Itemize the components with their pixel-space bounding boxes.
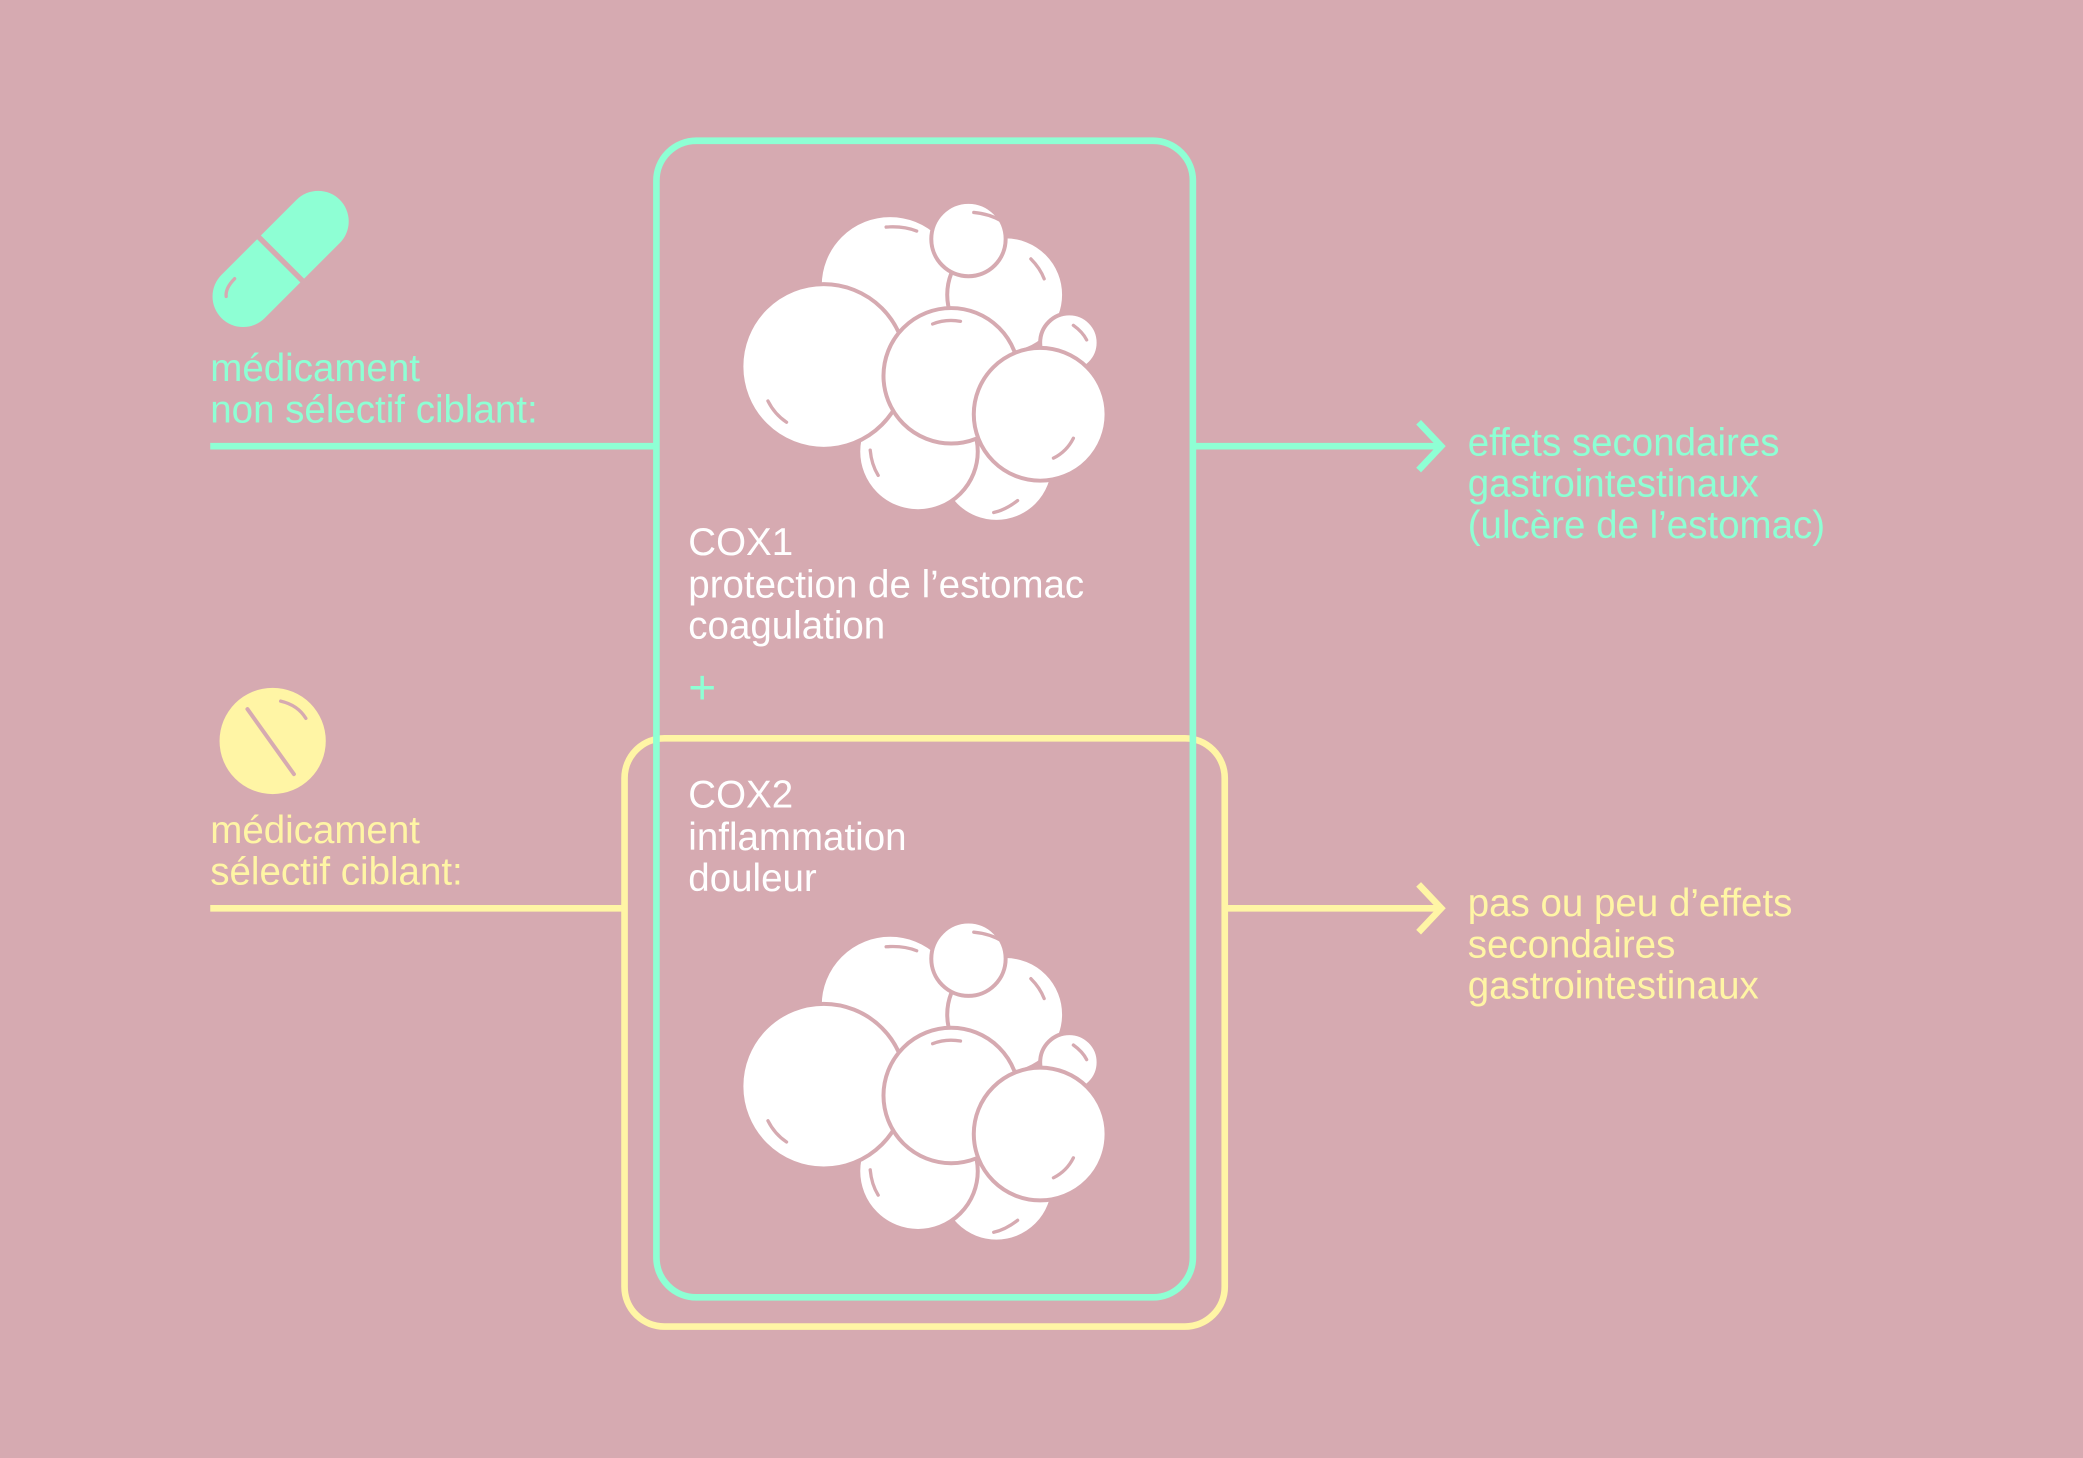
selective-outcome-line1: pas ou peu d’effets bbox=[1468, 882, 1793, 925]
non-selective-label-line1: médicament bbox=[210, 347, 420, 390]
cox1-title: COX1 bbox=[688, 521, 793, 564]
tablet-icon bbox=[219, 687, 326, 795]
non-selective-label-line2: non sélectif ciblant: bbox=[210, 388, 537, 431]
non-selective-outcome-line2: gastrointestinaux bbox=[1468, 463, 1759, 506]
cox1-function-1: protection de l’estomac bbox=[688, 564, 1084, 607]
selective-outcome-line2: secondaires bbox=[1468, 923, 1676, 966]
enzyme-molecule-icon bbox=[739, 919, 1109, 1244]
non-selective-outcome-line3: (ulcère de l’estomac) bbox=[1468, 504, 1825, 547]
cox2-function-1: inflammation bbox=[688, 816, 906, 859]
cox2-title: COX2 bbox=[688, 773, 793, 816]
selective-label-line2: sélectif ciblant: bbox=[210, 850, 463, 893]
enzyme-molecule-icon bbox=[739, 199, 1109, 524]
cox2-function-2: douleur bbox=[688, 857, 817, 900]
non-selective-outcome-line1: effets secondaires bbox=[1468, 421, 1780, 464]
cox-non-selective-box bbox=[653, 137, 1197, 1301]
capsule-icon bbox=[212, 190, 349, 328]
plus-sign: + bbox=[688, 662, 716, 715]
arrow-right-icon bbox=[1416, 419, 1446, 473]
cox2-selective-box bbox=[621, 734, 1229, 1330]
selective-label-line1: médicament bbox=[210, 809, 420, 852]
arrow-right-icon bbox=[1416, 882, 1446, 935]
cox1-function-2: coagulation bbox=[688, 605, 885, 648]
selective-outcome-line3: gastrointestinaux bbox=[1468, 965, 1759, 1008]
